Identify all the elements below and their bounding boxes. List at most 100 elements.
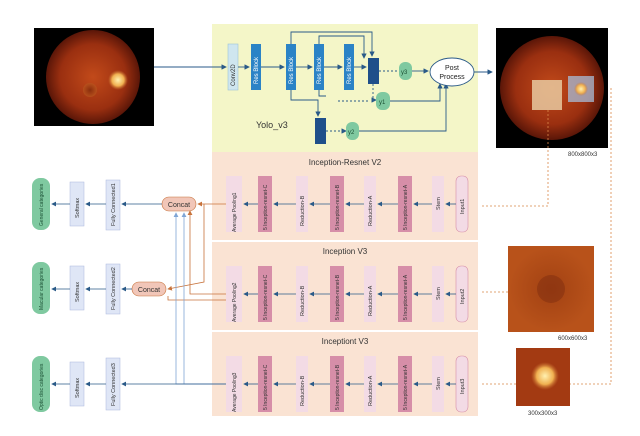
yolo-dark-block-2 (315, 118, 326, 144)
res-block-2: Res Block (286, 44, 296, 90)
svg-text:Average Pooling2: Average Pooling2 (232, 282, 238, 322)
svg-text:y2: y2 (348, 130, 355, 136)
svg-text:5 Inception-resnet-A: 5 Inception-resnet-A (403, 274, 409, 320)
stem-block (432, 266, 444, 322)
section-flow-arrows (243, 201, 456, 387)
svg-text:Macular categories: Macular categories (39, 267, 45, 310)
svg-text:5 Inception-resnet-B: 5 Inception-resnet-B (335, 364, 341, 410)
image-size-800: 800x800x3 (568, 152, 598, 158)
res-block-label: Res Block (317, 56, 323, 84)
svg-text:Reduction-B: Reduction-B (300, 195, 306, 226)
svg-text:Post: Post (445, 65, 459, 72)
svg-text:Reduction-A: Reduction-A (368, 285, 374, 316)
yolo-connectors (153, 31, 493, 134)
image-feed-lines (482, 88, 612, 385)
inception-c-block (258, 176, 272, 232)
svg-text:Fully Connected3: Fully Connected3 (111, 363, 117, 406)
y2-output: y2 (346, 122, 359, 140)
inception-a-block (398, 176, 412, 232)
concat-node-1: Concat (161, 196, 197, 212)
svg-text:Reduction-A: Reduction-A (368, 375, 374, 406)
output-block (32, 356, 50, 412)
svg-text:Fully Connected1: Fully Connected1 (111, 183, 117, 226)
optic-disc-crop-image (516, 348, 570, 406)
res-block-1: Res Block (251, 44, 261, 90)
res-block-label: Res Block (254, 56, 260, 84)
inception-b-block (330, 176, 344, 232)
svg-text:5 Inception-resnet-A: 5 Inception-resnet-A (403, 364, 409, 410)
svg-text:Stem: Stem (436, 197, 442, 210)
svg-text:5 Inception-resnet-C: 5 Inception-resnet-C (263, 184, 269, 230)
conv2d-label: Conv2D (231, 64, 237, 86)
res-block-label: Res Block (289, 56, 295, 84)
svg-text:5 Inception-resnet-C: 5 Inception-resnet-C (263, 364, 269, 410)
res-block-4: Res Block (344, 44, 354, 90)
svg-text:Reduction-B: Reduction-B (300, 375, 306, 406)
svg-text:Concat: Concat (138, 287, 160, 294)
inception-c-block (258, 266, 272, 322)
inception-a-block (398, 356, 412, 412)
svg-text:5 Inception-resnet-C: 5 Inception-resnet-C (263, 274, 269, 320)
svg-text:Stem: Stem (436, 287, 442, 300)
svg-text:General categories: General categories (39, 183, 45, 226)
stem-block (432, 356, 444, 412)
svg-text:Softmax: Softmax (75, 198, 81, 218)
svg-text:Input2: Input2 (460, 289, 466, 304)
post-process: Post Process (429, 57, 475, 87)
macula-crop-image (508, 246, 594, 332)
image-size-300: 300x300x3 (528, 411, 558, 417)
section-1-blocks: Input1 Stem 5 Inception-resnet-A Reducti… (226, 175, 469, 233)
svg-text:Reduction-B: Reduction-B (300, 285, 306, 316)
res-block-3: Res Block (314, 44, 324, 90)
reduction-b-block (296, 266, 308, 322)
head-1: Fully Connected1 Softmax General categor… (32, 178, 121, 231)
y1-output: y1 (376, 92, 390, 110)
concat-connectors (121, 201, 226, 387)
reduction-a-block (364, 266, 376, 322)
softmax-block (69, 265, 85, 311)
section-2-blocks: Input2 Stem 5 Inception-resnet-A Reducti… (226, 265, 469, 323)
fc-block (105, 179, 121, 231)
section-title: Inception-Resnet V2 (309, 158, 382, 167)
svg-text:Reduction-A: Reduction-A (368, 195, 374, 226)
yolo-title: Yolo_v3 (256, 120, 288, 130)
svg-text:Softmax: Softmax (75, 282, 81, 302)
svg-text:Concat: Concat (168, 202, 190, 209)
y3-output: y3 (399, 62, 412, 80)
svg-text:5 Inception-resnet-B: 5 Inception-resnet-B (335, 184, 341, 230)
svg-text:Input1: Input1 (460, 199, 466, 214)
svg-text:Process: Process (439, 74, 465, 81)
yolo-dark-block-1 (368, 58, 379, 84)
pooling-block (226, 356, 242, 412)
svg-text:5 Inception-resnet-B: 5 Inception-resnet-B (335, 274, 341, 320)
inception-b-block (330, 356, 344, 412)
section-title: Inception V3 (323, 247, 368, 256)
svg-text:5 Inception-resnet-A: 5 Inception-resnet-A (403, 184, 409, 230)
fundus-image-detected (496, 28, 608, 148)
inception-c-block (258, 356, 272, 412)
section-title: Inceptiont V3 (322, 337, 369, 346)
output-block (32, 262, 50, 314)
head-2: Fully Connected2 Softmax Macular categor… (32, 262, 121, 315)
image-size-600: 600x600x3 (558, 336, 588, 342)
concat-node-2: Concat (131, 281, 167, 297)
inception-b-block (330, 266, 344, 322)
svg-text:Average Pooling1: Average Pooling1 (232, 192, 238, 232)
svg-text:Stem: Stem (436, 377, 442, 390)
svg-text:Input3: Input3 (460, 379, 466, 394)
reduction-a-block (364, 356, 376, 412)
pooling-block (226, 266, 242, 322)
svg-text:Optic disc categories: Optic disc categories (39, 363, 45, 410)
reduction-b-block (296, 176, 308, 232)
svg-text:Fully Connected2: Fully Connected2 (111, 267, 117, 310)
head-3: Fully Connected3 Softmax Optic disc cate… (32, 356, 121, 412)
reduction-b-block (296, 356, 308, 412)
svg-text:y3: y3 (401, 70, 408, 76)
reduction-a-block (364, 176, 376, 232)
svg-text:Average Pooling3: Average Pooling3 (232, 372, 238, 412)
inception-a-block (398, 266, 412, 322)
svg-text:Softmax: Softmax (75, 378, 81, 398)
stem-block (432, 176, 444, 232)
section-3-blocks: Input3 Stem 5 Inception-resnet-A Reducti… (226, 355, 469, 413)
